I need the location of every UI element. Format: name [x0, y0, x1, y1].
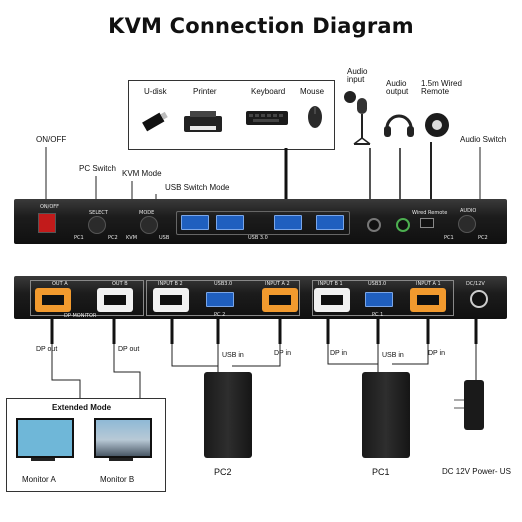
dc-power-jack[interactable] — [470, 290, 488, 308]
back-pc1-text: PC 1 — [372, 312, 384, 318]
front-audio-pc1-text: PC1 — [444, 235, 454, 241]
front-audio-text: AUDIO — [460, 208, 477, 214]
monitor-a-label: Monitor A — [22, 475, 56, 484]
extended-mode-title: Extended Mode — [52, 403, 112, 412]
pc1-tower-icon — [362, 372, 410, 458]
audio-switch-button[interactable] — [458, 215, 476, 233]
wired-remote-icon — [425, 113, 449, 137]
front-usb30-text: USB 3.0 — [248, 235, 268, 241]
keyboard-icon — [246, 111, 288, 125]
power-switch[interactable] — [38, 213, 56, 233]
back-usb-pc2[interactable] — [206, 292, 234, 307]
printer-icon — [184, 111, 222, 132]
kvm-mode-callout: KVM Mode — [122, 169, 162, 178]
pc-switch-callout: PC Switch — [79, 164, 116, 173]
mouse-icon — [308, 106, 322, 128]
back-out-b-text: OUT B — [112, 281, 128, 287]
back-usb-pc1[interactable] — [365, 292, 393, 307]
back-out-a-text: OUT A — [52, 281, 68, 287]
mic-jack[interactable] — [367, 218, 381, 232]
back-usb30-a-text: USB3.0 — [214, 281, 233, 287]
usb-in-label-1: USB in — [222, 352, 244, 359]
front-audio-pc2-text: PC2 — [478, 235, 488, 241]
port-out-b[interactable] — [97, 288, 133, 312]
back-usb30-b-text: USB3.0 — [368, 281, 387, 287]
pc2-tower-icon — [204, 372, 252, 458]
microphone-icon — [344, 91, 371, 145]
dp-in-label-3: DP in — [428, 350, 445, 357]
page-title: KVM Connection Diagram — [108, 14, 414, 38]
dp-in-label-1: DP in — [274, 350, 291, 357]
output-group-frame — [30, 280, 144, 316]
front-usb-port-4[interactable] — [316, 215, 344, 230]
pc1-group-frame — [312, 280, 454, 316]
on-off-callout: ON/OFF — [36, 135, 67, 144]
headphones-icon — [384, 114, 414, 137]
udisk-icon — [142, 111, 168, 132]
wired-remote-label: 1.5m Wired Remote — [421, 79, 462, 97]
back-dp-monitor-text: DP MONITOR — [64, 313, 97, 319]
pc2-group-frame — [146, 280, 300, 316]
back-input-a2-text: INPUT A 2 — [265, 281, 290, 287]
back-dc12v-text: DC/12V — [466, 281, 485, 287]
front-mode-text: MODE — [139, 210, 155, 216]
audio-output-label: Audio output — [386, 79, 409, 97]
power-label: DC 12V Power- US — [442, 467, 511, 476]
front-pc1-text: PC1 — [74, 235, 84, 241]
dp-in-label-2: DP in — [330, 350, 347, 357]
front-wired-remote-text: Wired Remote — [412, 210, 448, 216]
power-adapter-icon — [454, 380, 484, 430]
port-input-b1[interactable] — [314, 288, 350, 312]
port-input-b2[interactable] — [153, 288, 189, 312]
monitor-b-label: Monitor B — [100, 475, 135, 484]
monitor-a-stand — [31, 458, 55, 461]
monitor-b-icon — [94, 418, 152, 458]
audio-switch-callout: Audio Switch — [460, 135, 507, 144]
pc2-label: PC2 — [214, 467, 232, 477]
dp-out-label-2: DP out — [118, 346, 140, 353]
front-usb-port-2[interactable] — [216, 215, 244, 230]
monitor-a-icon — [16, 418, 74, 458]
mode-button[interactable] — [140, 216, 158, 234]
front-select-text: SELECT — [89, 210, 108, 216]
port-input-a1[interactable] — [410, 288, 446, 312]
front-usb-port-3[interactable] — [274, 215, 302, 230]
udisk-label: U-disk — [144, 87, 167, 96]
audio-input-label: Audio input — [347, 67, 368, 85]
front-on-off-text: ON/OFF — [40, 204, 60, 210]
remote-port[interactable] — [420, 218, 434, 228]
front-pc2-text: PC2 — [108, 235, 118, 241]
usb-in-label-2: USB in — [382, 352, 404, 359]
port-out-a[interactable] — [35, 288, 71, 312]
dp-out-label-1: DP out — [36, 346, 58, 353]
back-pc2-text: PC 2 — [214, 312, 226, 318]
keyboard-label: Keyboard — [251, 87, 286, 96]
mouse-label: Mouse — [300, 87, 325, 96]
back-input-b2-text: INPUT B 2 — [158, 281, 183, 287]
front-usb-port-1[interactable] — [181, 215, 209, 230]
pc1-label: PC1 — [372, 467, 390, 477]
printer-label: Printer — [193, 87, 217, 96]
port-input-a2[interactable] — [262, 288, 298, 312]
usb-switch-mode-callout: USB Switch Mode — [165, 183, 230, 192]
back-input-b1-text: INPUT B 1 — [318, 281, 343, 287]
monitor-b-stand — [109, 458, 133, 461]
back-input-a1-text: INPUT A 1 — [416, 281, 441, 287]
front-kvm-text: KVM — [126, 235, 138, 241]
usb-hub-frame — [176, 211, 350, 235]
headphone-jack[interactable] — [396, 218, 410, 232]
front-usb-text: USB — [159, 235, 170, 241]
pc-select-button[interactable] — [88, 216, 106, 234]
